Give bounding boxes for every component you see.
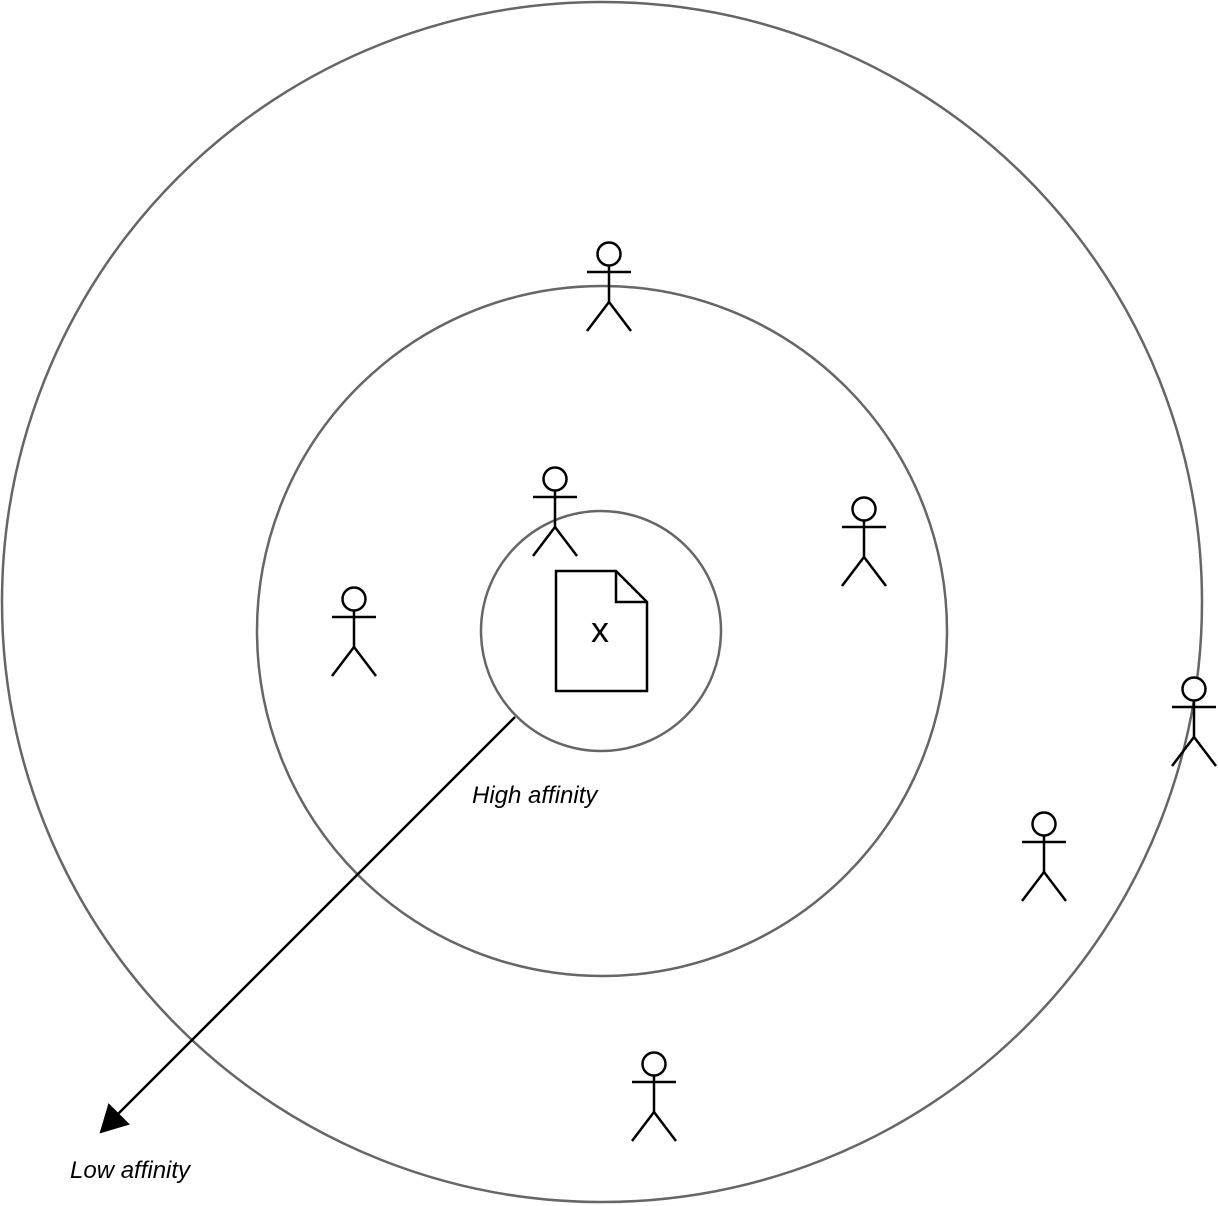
person-icon <box>331 586 377 677</box>
person-icon <box>631 1051 677 1142</box>
person-icon <box>1021 811 1067 902</box>
document-icon: x <box>554 569 649 693</box>
affinity-arrow <box>99 716 516 1134</box>
inner-ring <box>479 509 723 753</box>
document-label: x <box>591 609 609 650</box>
middle-ring <box>255 284 949 978</box>
low-affinity-label: Low affinity <box>70 1157 192 1184</box>
high-affinity-label: High affinity <box>472 782 599 809</box>
person-icon <box>586 241 632 332</box>
person-icon <box>1171 676 1217 767</box>
person-icon <box>532 466 578 557</box>
person-icon <box>841 496 887 587</box>
